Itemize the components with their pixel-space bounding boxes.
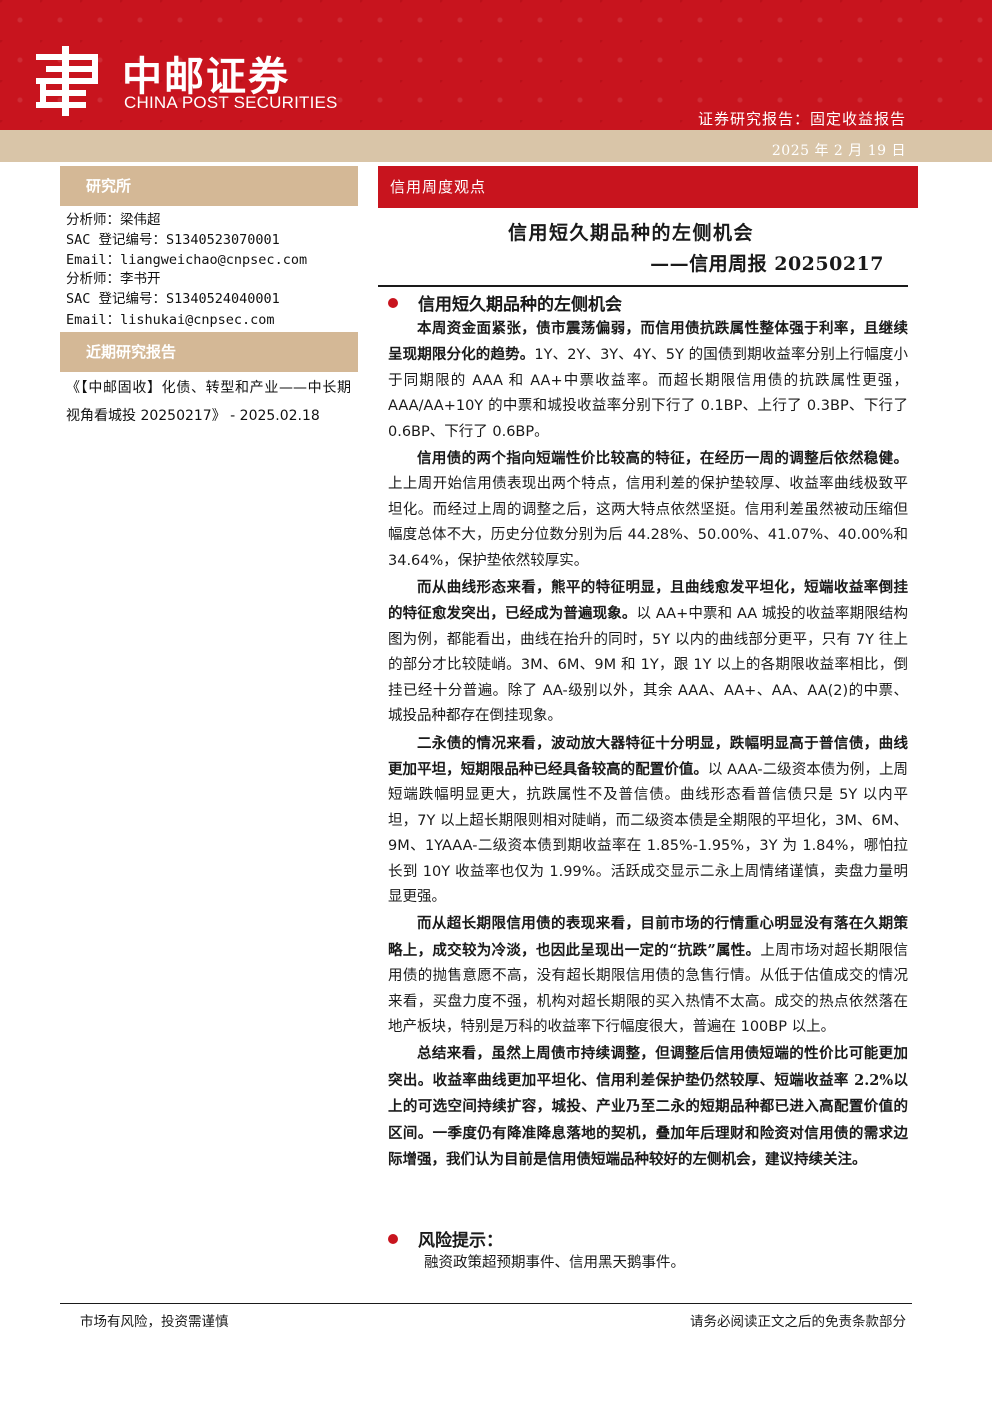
- recent-report-link[interactable]: 《【中邮固收】化债、转型和产业——中长期视角看城投 20250217》 - 20…: [66, 380, 351, 424]
- research-institute-heading: 研究所: [60, 166, 358, 206]
- paragraph-lead: 总结来看，虽然上周债市持续调整，但调整后信用债短端的性价比可能更加突出。收益率曲…: [388, 1045, 908, 1168]
- paragraph-body: 以 AAA-二级资本债为例，上周短端跌幅明显更大，抗跌属性不及普信债。曲线形态看…: [388, 761, 909, 905]
- analyst-name: 分析师：梁伟超: [66, 212, 161, 228]
- paragraph: 而从超长期限信用债的表现来看，目前市场的行情重心明显没有落在久期策略上，成交较为…: [388, 911, 908, 1040]
- paragraph: 本周资金面紧张，债市震荡偏弱，而信用债抗跌属性整体强于利率，且继续呈现期限分化的…: [388, 316, 908, 445]
- section-heading: 信用短久期品种的左侧机会: [388, 290, 622, 315]
- report-subtitle: ——信用周报 20250217: [650, 253, 884, 275]
- report-body: 本周资金面紧张，债市震荡偏弱，而信用债抗跌属性整体强于利率，且继续呈现期限分化的…: [388, 316, 908, 1174]
- section-heading-text: 信用短久期品种的左侧机会: [418, 295, 622, 315]
- analyst-email[interactable]: Email：lishukai@cnpsec.com: [66, 312, 275, 328]
- china-post-logo-icon: [36, 46, 98, 116]
- analyst-sac: SAC 登记编号：S1340523070001: [66, 232, 280, 248]
- risk-heading: 风险提示：: [388, 1226, 503, 1251]
- risk-heading-text: 风险提示：: [418, 1231, 503, 1251]
- analyst-sac: SAC 登记编号：S1340524040001: [66, 291, 280, 307]
- bullet-icon: [388, 1234, 398, 1244]
- paragraph-lead: 而从曲线形态来看，熊平的特征明显，且曲线愈发平坦化，短端收益率倒挂的特征愈发突出…: [388, 579, 908, 623]
- paragraph-body: 1Y、2Y、3Y、4Y、5Y 的国债到期收益率分别上行幅度小于同期限的 AAA …: [388, 347, 908, 440]
- bullet-icon: [388, 298, 398, 308]
- section-tag: 信用周度观点: [378, 166, 918, 208]
- analyst-email[interactable]: Email：liangweichao@cnpsec.com: [66, 252, 308, 268]
- date-band: [0, 130, 992, 162]
- report-type: 证券研究报告：固定收益报告: [697, 110, 906, 128]
- title-divider: [378, 285, 908, 287]
- report-title: 信用短久期品种的左侧机会: [508, 222, 755, 244]
- header-banner: [0, 0, 992, 130]
- paragraph-body: 上周市场对超长期限信用债的抛售意愿不高，没有超长期限信用债的急售行情。从低于估值…: [388, 942, 908, 1035]
- paragraph: 总结来看，虽然上周债市持续调整，但调整后信用债短端的性价比可能更加突出。收益率曲…: [388, 1041, 908, 1173]
- paragraph-lead: 二永债的情况来看，波动放大器特征十分明显，跌幅明显高于普信债，曲线更加平坦，短期…: [388, 734, 908, 778]
- footer-notice: 请务必阅读正文之后的免责条款部分: [690, 1314, 906, 1330]
- risk-text: 融资政策超预期事件、信用黑天鹅事件。: [424, 1255, 685, 1271]
- footer-disclaimer: 市场有风险，投资需谨慎: [80, 1314, 229, 1330]
- paragraph-lead: 信用债的两个指向短端性价比较高的特征，在经历一周的调整后依然稳健。: [417, 450, 908, 468]
- paragraph: 信用债的两个指向短端性价比较高的特征，在经历一周的调整后依然稳健。上上周开始信用…: [388, 446, 908, 574]
- recent-reports-heading: 近期研究报告: [60, 332, 358, 372]
- paragraph-body: 上上周开始信用债表现出两个特点，信用利差的保护垫较厚、收益率曲线极致平坦化。而经…: [388, 476, 908, 569]
- brand-name-en: CHINA POST SECURITIES: [124, 93, 338, 112]
- analyst-name: 分析师：李书开: [66, 271, 161, 287]
- paragraph: 而从曲线形态来看，熊平的特征明显，且曲线愈发平坦化，短端收益率倒挂的特征愈发突出…: [388, 575, 908, 729]
- brand-name-cn: 中邮证券: [122, 54, 290, 100]
- footer-divider: [60, 1303, 912, 1304]
- report-date: 2025 年 2 月 19 日: [771, 143, 906, 159]
- paragraph-lead: 而从超长期限信用债的表现来看，目前市场的行情重心明显没有落在久期策略上，成交较为…: [388, 915, 908, 959]
- paragraph-lead: 本周资金面紧张，债市震荡偏弱，而信用债抗跌属性整体强于利率，且继续呈现期限分化的…: [388, 320, 908, 364]
- paragraph: 二永债的情况来看，波动放大器特征十分明显，跌幅明显高于普信债，曲线更加平坦，短期…: [388, 731, 908, 911]
- paragraph-body: 以 AA+中票和 AA 城投的收益率期限结构图为例，都能看出，曲线在抬升的同时，…: [388, 606, 908, 725]
